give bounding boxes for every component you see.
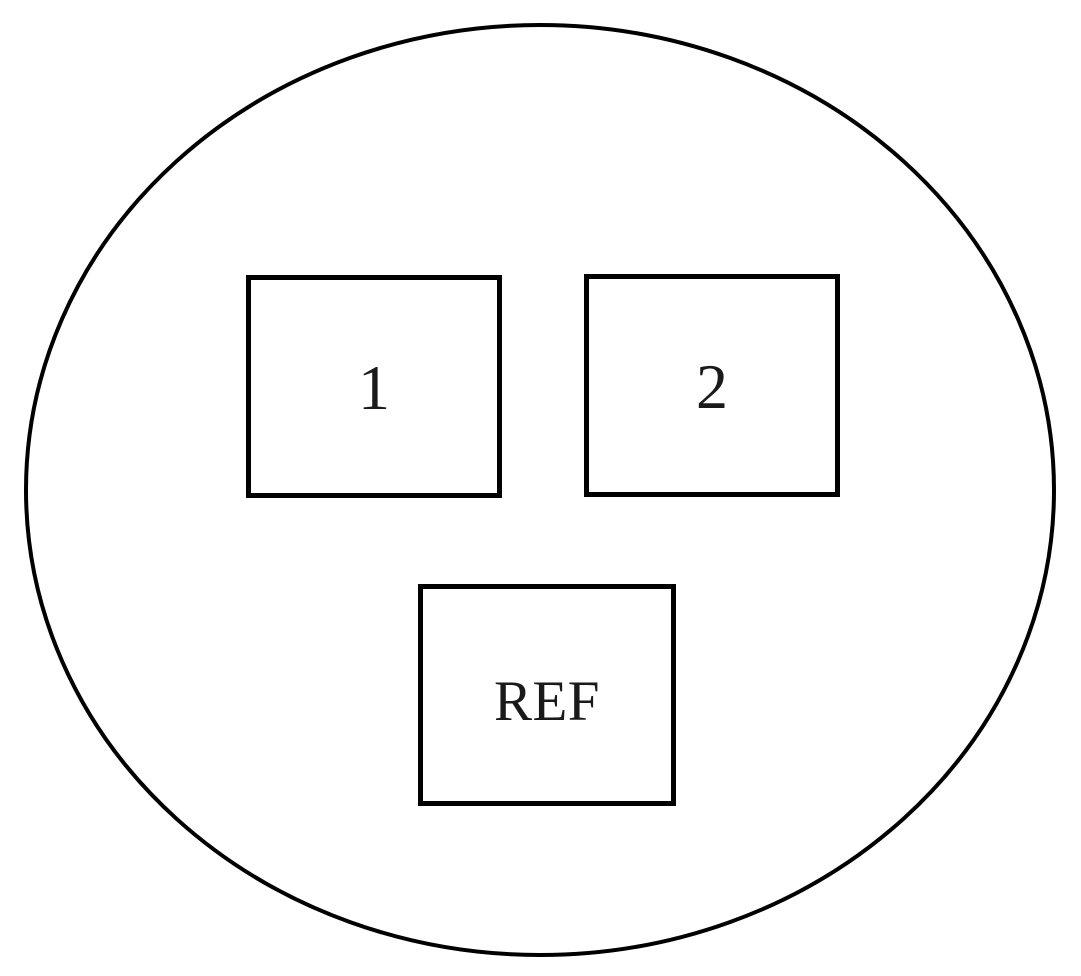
block-1-label: 1	[358, 352, 390, 423]
block-ref[interactable]: REF	[418, 584, 676, 806]
block-ref-label: REF	[493, 670, 601, 733]
block-2[interactable]: 2	[584, 274, 840, 497]
enclosure-ellipse	[24, 23, 1056, 957]
block-2-label: 2	[696, 351, 728, 422]
block-1[interactable]: 1	[246, 275, 502, 498]
